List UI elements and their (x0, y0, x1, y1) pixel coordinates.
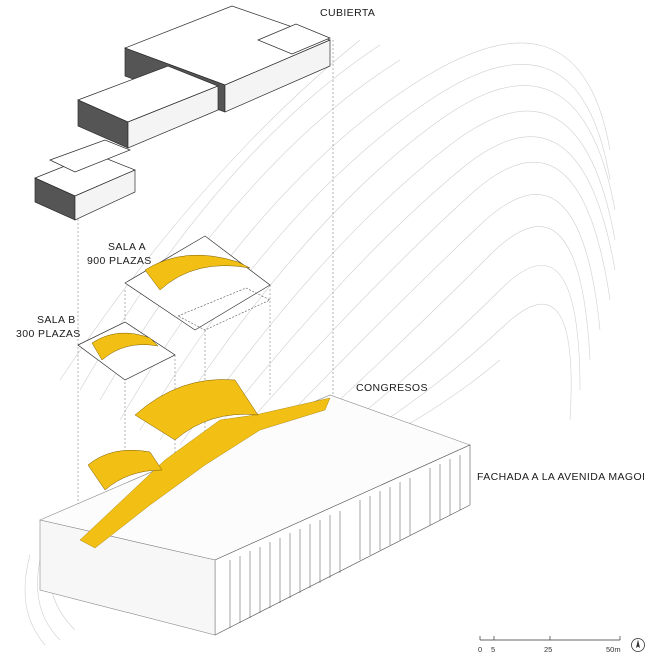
label-sala-b-name: SALA B (37, 314, 76, 326)
scale-tick-0: 0 (478, 645, 483, 654)
label-fachada: FACHADA A LA AVENIDA MAGOI (477, 471, 646, 483)
roof-cubierta (34, 5, 331, 221)
sala-a-volume (124, 235, 271, 331)
label-sala-a-seats: 900 PLAZAS (87, 255, 152, 267)
north-arrow-icon (631, 638, 645, 652)
scale-tick-50m: 50m (606, 645, 621, 654)
label-sala-a-name: SALA A (108, 241, 147, 253)
label-sala-b-seats: 300 PLAZAS (16, 328, 81, 340)
label-congresos: CONGRESOS (356, 382, 428, 394)
label-cubierta: CUBIERTA (320, 7, 376, 19)
base-volume (39, 379, 471, 636)
scale-bar (479, 636, 621, 641)
scale-tick-5: 5 (491, 645, 496, 654)
sala-b-volume (77, 321, 176, 381)
scale-tick-25: 25 (544, 645, 553, 654)
